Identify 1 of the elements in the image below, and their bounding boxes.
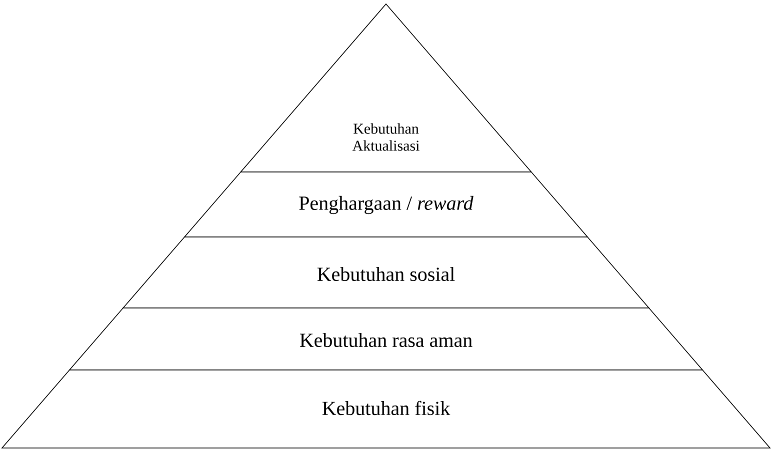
node-label: Kebutuhan fisik xyxy=(322,400,450,416)
